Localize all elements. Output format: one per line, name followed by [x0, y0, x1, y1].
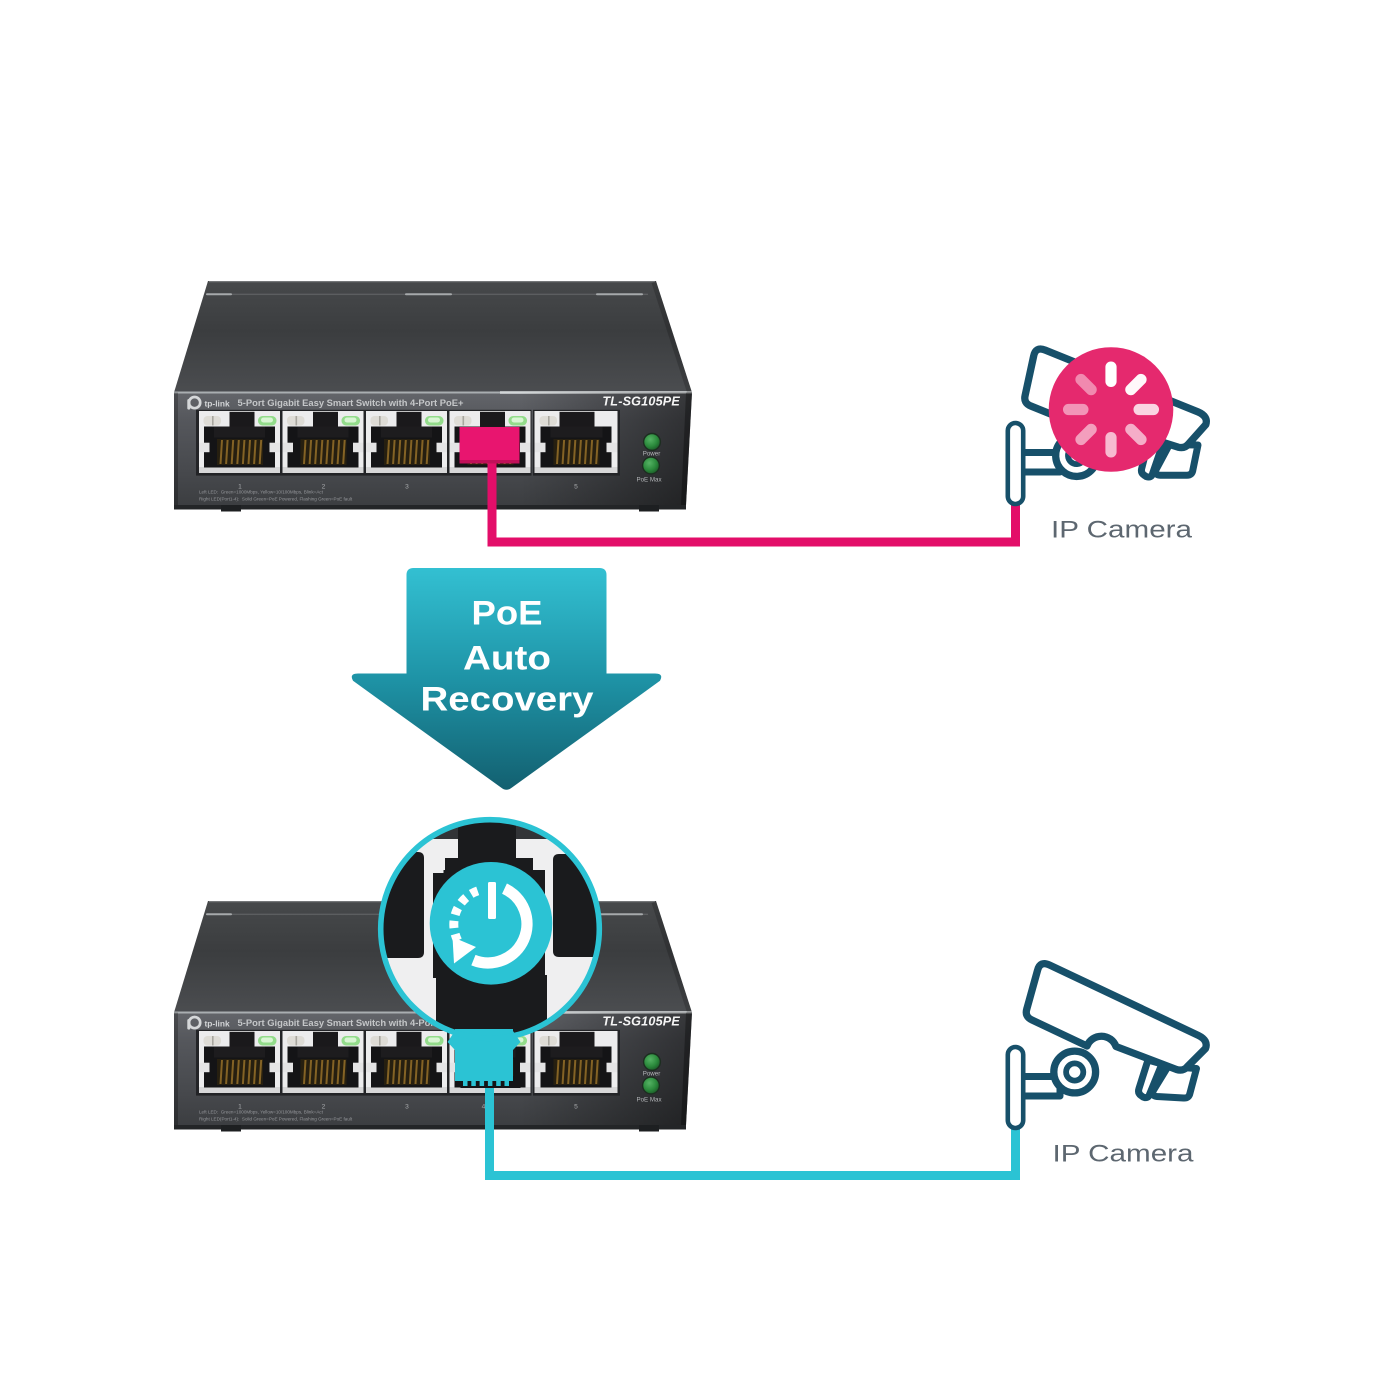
svg-text:4: 4: [482, 1104, 486, 1111]
svg-text:IP Camera: IP Camera: [1051, 517, 1193, 544]
svg-text:PoE: PoE: [472, 595, 543, 633]
svg-text:Auto: Auto: [463, 640, 551, 678]
svg-text:Recovery: Recovery: [421, 681, 594, 719]
svg-text:IP Camera: IP Camera: [1053, 1140, 1195, 1167]
